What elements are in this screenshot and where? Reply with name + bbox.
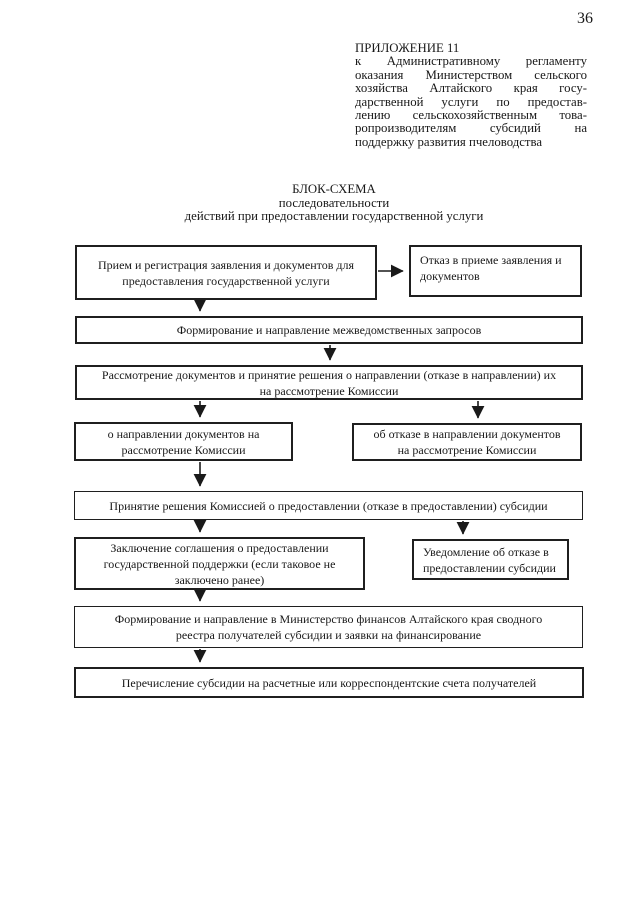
flowchart-title-line: БЛОК-СХЕМА [292,182,376,196]
node-text: на рассмотрение Комиссии [397,443,537,457]
appendix-line: поддержку развития пчеловодства [355,134,543,149]
node-registry: Формирование и направление в Министерств… [74,606,583,648]
node-review: Рассмотрение документов и принятие решен… [75,365,583,400]
node-text: об отказе в направлении документов [373,427,561,441]
flowchart-title-line: последовательности [278,195,390,210]
node-text: Принятие решения Комиссией о предоставле… [109,498,548,513]
node-text: государственной поддержки (если таковое … [103,556,336,571]
flowchart-title-line: действий при предоставлении государствен… [184,209,484,223]
node-text: Заключение соглашения о предоставлении [110,540,329,555]
node-text: на рассмотрение Комиссии [259,383,399,398]
node-text: о направлении документов на [107,426,260,441]
node-text: Формирование и направление в Министерств… [114,612,543,626]
node-transfer: Перечисление субсидии на расчетные или к… [74,667,584,698]
node-text: рассмотрение Комиссии [121,442,246,457]
node-text: Формирование и направление межведомствен… [176,323,482,337]
node-text: Перечисление субсидии на расчетные или к… [121,675,537,690]
node-text: заключено ранее) [174,572,265,587]
appendix-line: дарственной услуги по предостав- [355,94,587,109]
appendix-header: ПРИЛОЖЕНИЕ 11 к Административному реглам… [355,41,587,149]
node-text: Прием и регистрация заявления и документ… [97,257,354,272]
appendix-line: оказания Министерством сельского [355,67,587,82]
node-text: предоставлении субсидии [423,560,556,575]
node-text: документов [420,269,480,283]
node-refusal-accept: Отказ в приеме заявления и документов [409,245,582,297]
node-text: Уведомление об отказе в [423,544,549,559]
appendix-line: ПРИЛОЖЕНИЕ 11 [355,41,460,55]
node-text: Рассмотрение документов и принятие решен… [101,367,557,382]
appendix-line: ропроизводителям субсидий на [355,121,587,136]
node-reception: Прием и регистрация заявления и документ… [75,245,377,300]
node-refusal-notice: Уведомление об отказе в предоставлении с… [412,539,569,580]
node-interagency: Формирование и направление межведомствен… [75,316,583,344]
node-text: предоставления государственной услуги [122,273,330,288]
appendix-line: лению сельскохозяйственным това- [355,108,587,123]
node-send-commission: о направлении документов на рассмотрение… [74,422,293,461]
node-text: реестра получателей субсидии и заявки на… [175,628,482,642]
node-commission-decision: Принятие решения Комиссией о предоставле… [74,491,583,520]
page-number: 36 [577,10,593,27]
flowchart-title: БЛОК-СХЕМА последовательности действий п… [80,182,588,224]
appendix-line: хозяйства Алтайского края госу- [355,81,587,96]
appendix-line: к Административному регламенту [355,54,587,69]
node-refuse-send: об отказе в направлении документов на ра… [352,423,582,461]
node-agreement: Заключение соглашения о предоставлении г… [74,537,365,590]
node-text: Отказ в приеме заявления и [420,253,562,267]
